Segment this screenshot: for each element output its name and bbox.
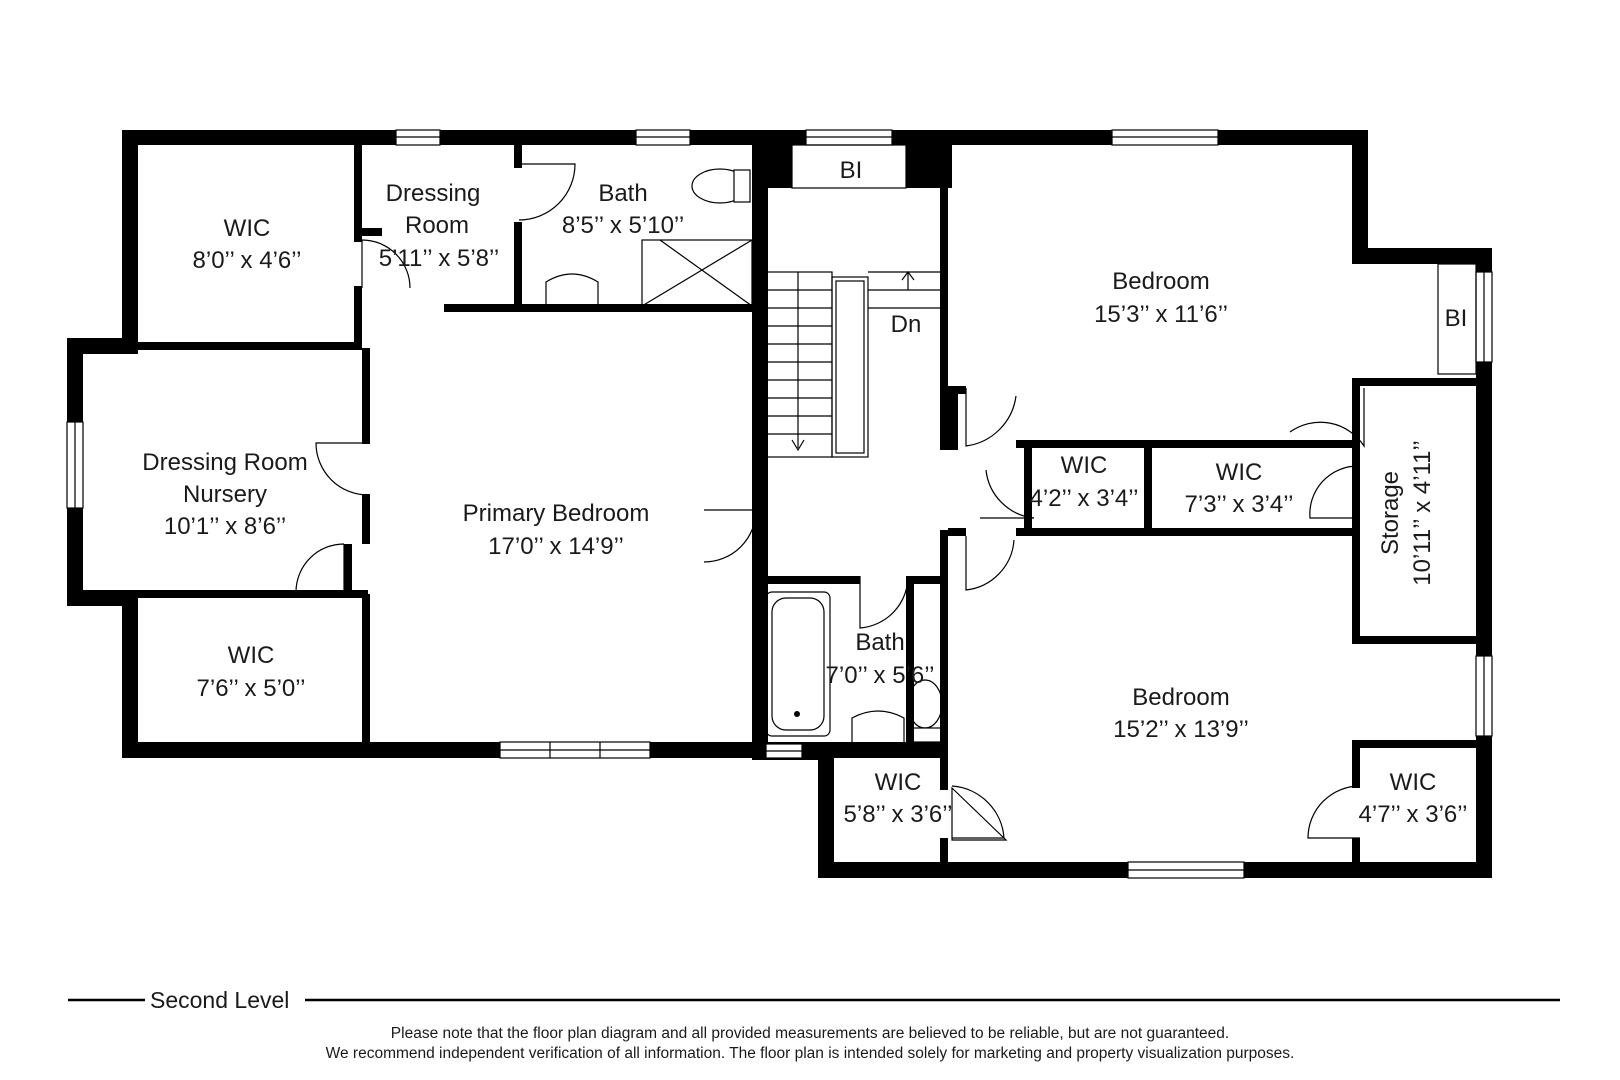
primary-bedroom-name: Primary Bedroom [463,500,650,527]
primary-bedroom-size: 17’0’’ x 14’9’’ [488,533,624,560]
stairs-down-label: Dn [891,311,922,338]
bedroom-bot-size: 15’2’’ x 13’9’’ [1113,716,1249,743]
bi-right-label: BI [1445,305,1468,332]
dressing-top-name2: Room [405,212,469,239]
wic-mid1-name: WIC [1061,452,1108,479]
bi-top-label: BI [840,157,863,184]
wic-tl-size: 8’0’’ x 4’6’’ [193,247,302,274]
nursery-name2: Nursery [183,481,267,508]
bath-top-fixtures [545,168,753,307]
dressing-top-name1: Dressing [386,180,481,207]
door-swings [295,163,1365,841]
storage-size: 10’11’’ x 4’11’’ [1409,440,1436,585]
sink-icon [851,710,905,745]
sink-icon [545,273,599,307]
bedroom-top-name: Bedroom [1112,268,1209,295]
wic-bl-name: WIC [228,642,275,669]
disclaimer-line-1: Please note that the floor plan diagram … [391,1025,1229,1042]
wic-bot2-size: 4’7’’ x 3’6’’ [1359,801,1468,828]
dressing-top-size: 5’11’’ x 5’8’’ [379,245,500,272]
wic-tl-name: WIC [224,215,271,242]
bedroom-top-size: 15’3’’ x 11’6’’ [1094,301,1228,328]
storage-name: Storage [1377,471,1404,555]
bedroom-bot-name: Bedroom [1132,684,1229,711]
wic-mid2-name: WIC [1216,459,1263,486]
nursery-size: 10’1’’ x 8’6’’ [164,513,286,540]
bath-top-name: Bath [598,180,647,207]
wic-bot1-name: WIC [875,769,922,796]
bath-mid-fixtures [765,591,943,745]
bath-top-size: 8’5’’ x 5’10’’ [562,212,684,239]
wic-bot2-name: WIC [1390,769,1437,796]
bath-mid-size: 7’0’’ x 5’6’’ [826,662,935,689]
staircase [763,271,945,458]
wic-bot1-size: 5’8’’ x 3’6’’ [844,801,953,828]
wic-bl-size: 7’6’’ x 5’0’’ [197,675,306,702]
windows [66,129,1493,879]
nursery-name1: Dressing Room [142,449,307,476]
wic-mid1-size: 4’2’’ x 3’4’’ [1030,485,1139,512]
bath-mid-name: Bath [855,629,904,656]
level-title: Second Level [150,987,289,1013]
disclaimer-line-2: We recommend independent verification of… [326,1045,1295,1062]
wic-mid2-size: 7’3’’ x 3’4’’ [1185,491,1294,518]
